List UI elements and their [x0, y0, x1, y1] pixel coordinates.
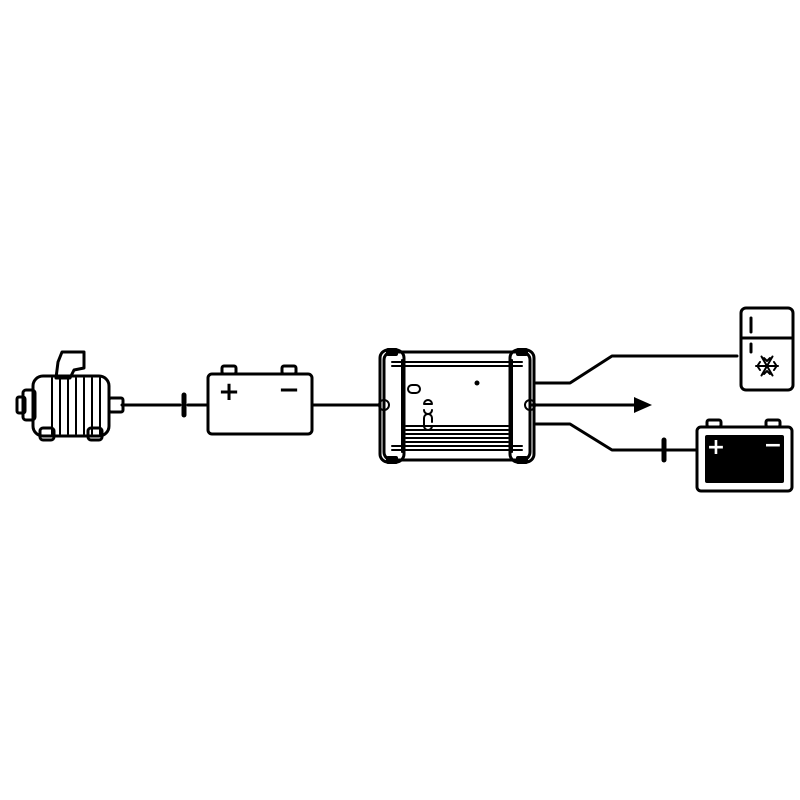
- battery-minus-label: −: [278, 375, 300, 405]
- snowflake-icon: [755, 355, 779, 377]
- status-led-icon: [474, 380, 480, 386]
- alternator-icon: [15, 350, 125, 442]
- brand-logo-icon: [423, 399, 433, 431]
- aux-battery-icon: + −: [695, 418, 794, 493]
- battery-plus-label: +: [707, 435, 725, 460]
- battery-plus-label: +: [218, 377, 240, 407]
- heatsink-fins: [405, 425, 509, 443]
- fridge-icon: [739, 306, 795, 392]
- dc-dc-charger-icon: [378, 348, 536, 464]
- wire-charger-to-fridge: [534, 354, 739, 385]
- battery-minus-label: −: [764, 433, 782, 458]
- arrow-head-icon: [634, 397, 652, 413]
- wire-charger-to-aux-battery: [534, 422, 699, 452]
- starter-battery-icon: + −: [206, 364, 314, 436]
- wiring: [120, 354, 739, 452]
